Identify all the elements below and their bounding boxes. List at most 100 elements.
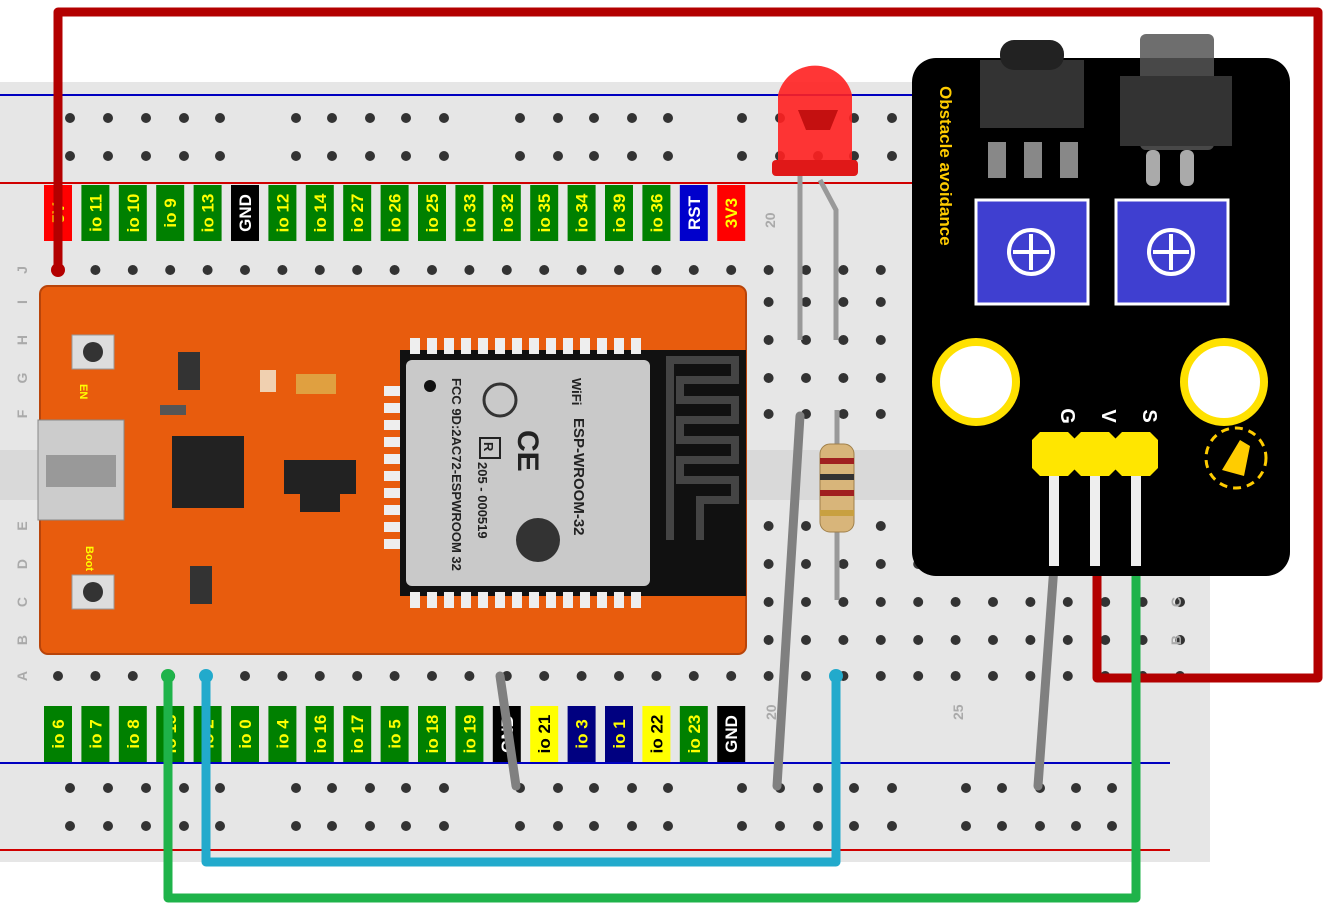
rail-hole: [291, 783, 301, 793]
pin-label-box: [118, 185, 147, 241]
rail-hole: [439, 113, 449, 123]
pin-label: io 39: [610, 194, 629, 233]
terminal-hole: [539, 671, 550, 681]
rail-hole: [663, 821, 673, 831]
terminal-hole: [763, 373, 774, 383]
rail-hole: [589, 783, 599, 793]
pin-label-box: [193, 185, 222, 241]
pin-label: io 17: [348, 715, 367, 754]
terminal-hole: [240, 671, 250, 681]
antenna-trace: [666, 356, 739, 540]
terminal-hole: [688, 671, 699, 681]
pin-label-box: [343, 706, 372, 762]
terminal-hole: [576, 265, 587, 275]
rail-hole: [365, 113, 375, 123]
terminal-hole: [1062, 671, 1073, 681]
terminal-hole: [950, 635, 961, 645]
terminal-hole: [651, 671, 662, 681]
terminal-hole: [801, 335, 811, 345]
terminal-hole: [389, 671, 400, 681]
rail-hole: [663, 151, 673, 161]
terminal-hole: [875, 265, 886, 275]
terminal-hole: [838, 409, 849, 419]
terminal-hole: [913, 635, 924, 645]
rail-hole: [589, 151, 599, 161]
terminal-hole: [763, 671, 774, 681]
rail-hole: [401, 113, 411, 123]
rail-hole: [65, 151, 75, 161]
rail-hole: [997, 783, 1007, 793]
pin-label-box: [605, 706, 633, 762]
rail-hole: [65, 113, 75, 123]
en-label: EN: [77, 384, 89, 399]
rail-hole: [589, 821, 599, 831]
row-letter: E: [14, 521, 30, 530]
pin-label-box: [530, 185, 559, 241]
terminal-hole: [1062, 635, 1073, 645]
pin-label: io 35: [535, 194, 554, 233]
rail-hole: [215, 783, 225, 793]
rail-hole: [961, 821, 971, 831]
pin-label: io 26: [386, 194, 405, 233]
terminal-hole: [875, 335, 886, 345]
rail-hole: [887, 151, 897, 161]
rail-hole: [327, 151, 337, 161]
rail-hole: [553, 783, 563, 793]
row-letter: I: [14, 300, 30, 304]
terminal-hole: [614, 265, 624, 275]
rail-hole: [627, 151, 637, 161]
mount-hole-left: [932, 338, 1020, 426]
rail-hole: [291, 821, 301, 831]
pin-label-box: [118, 706, 147, 762]
terminal-hole: [1100, 635, 1111, 645]
pin-label-box: [305, 185, 334, 241]
sensor-pin-label: V: [1097, 409, 1119, 423]
rail-hole: [141, 783, 151, 793]
rail-hole: [439, 821, 449, 831]
terminal-hole: [838, 265, 849, 275]
pin-label-box: [268, 706, 297, 762]
pin-label-box: [380, 185, 409, 241]
pin-label-box: [642, 706, 671, 762]
rail-hole: [141, 151, 151, 161]
rail-hole: [365, 151, 375, 161]
terminal-hole: [1100, 597, 1111, 607]
wifi-logo: WiFi: [569, 378, 584, 405]
terminal-hole: [875, 635, 886, 645]
rail-hole: [103, 783, 113, 793]
terminal-hole: [1175, 597, 1185, 607]
terminal-hole: [127, 671, 138, 681]
pin-label: io 0: [236, 719, 255, 748]
row-letter: G: [14, 372, 30, 383]
rail-hole: [141, 113, 151, 123]
terminal-hole: [988, 597, 998, 607]
mount-hole-right: [1180, 338, 1268, 426]
pin-label: GND: [722, 715, 741, 753]
pin-label: io 27: [348, 194, 367, 233]
pin-label: io 16: [311, 715, 330, 754]
rail-hole: [887, 783, 897, 793]
pin-label-box: [44, 706, 72, 762]
pin-label-box: [717, 185, 746, 241]
terminal-hole: [801, 597, 811, 607]
column-number-top: 20: [762, 212, 778, 228]
row-letter: B: [1168, 635, 1184, 645]
terminal-hole: [314, 671, 325, 681]
row-letter: B: [14, 635, 30, 645]
wires: [53, 7, 1323, 903]
column-number-bottom-25: 25: [950, 704, 966, 720]
pin-label-box: [268, 185, 297, 241]
sensor-pin-housing: [1073, 432, 1117, 476]
rail-hole: [997, 821, 1007, 831]
pin-label-box: [642, 185, 671, 241]
rail-hole: [663, 783, 673, 793]
terminal-hole: [501, 265, 512, 275]
terminal-hole: [90, 265, 101, 275]
pin-label: io 13: [199, 194, 218, 233]
terminal-hole: [688, 265, 699, 275]
sensor-pin-leg: [1049, 476, 1059, 566]
pin-label: io 11: [86, 194, 105, 232]
terminal-hole: [464, 671, 475, 681]
terminal-hole: [875, 559, 886, 569]
rail-hole: [401, 821, 411, 831]
